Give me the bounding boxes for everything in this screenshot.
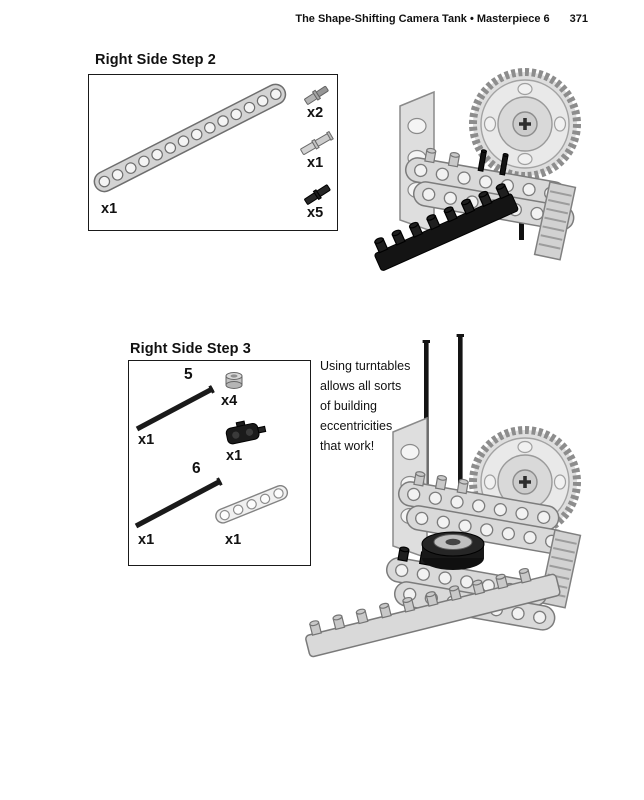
step2-parts-box: x1 x2 x1 [88, 74, 338, 231]
note-line: eccentricities [320, 419, 393, 433]
axle-pin-icon [304, 85, 329, 105]
axle-pin-qty: x2 [307, 105, 324, 121]
step3-assembly-illustration [305, 334, 582, 658]
note-line: that work! [320, 439, 375, 453]
long-pin-qty: x1 [307, 155, 324, 171]
black-connector-qty: x1 [226, 448, 243, 464]
page-header: The Shape-Shifting Camera Tank • Masterp… [295, 13, 588, 25]
friction-pin-qty: x5 [307, 205, 324, 221]
axle-5-qty: x1 [138, 432, 155, 448]
axle-5-icon [135, 385, 215, 432]
black-pin-icon [519, 208, 524, 240]
note-line: Using turntables [320, 359, 411, 373]
chapter-title: The Shape-Shifting Camera Tank • Masterp… [295, 13, 550, 25]
axle-5-length-label: 5 [184, 366, 193, 383]
axle-6-length-label: 6 [192, 460, 201, 477]
step3-parts-box: 5 x1 x4 x1 6 [128, 360, 311, 566]
half-bush-qty: x4 [221, 393, 238, 409]
axle-6-qty: x1 [138, 532, 155, 548]
turntable-icon [421, 531, 485, 570]
beam-15-qty: x1 [101, 201, 118, 217]
page-number: 371 [569, 13, 588, 25]
step2-title: Right Side Step 2 [95, 52, 216, 68]
bottom-studded-beam-icon [305, 567, 561, 658]
step3-title: Right Side Step 3 [130, 341, 251, 357]
black-connector-icon [225, 420, 267, 445]
turntable-note: Using turntables allows all sorts of bui… [320, 356, 430, 456]
black-studded-beam-icon [373, 182, 519, 271]
long-pin-icon [300, 130, 334, 155]
axle-6-icon [134, 477, 223, 529]
friction-pin-icon [304, 184, 331, 205]
beam-15-icon [93, 83, 287, 193]
white-beam-qty: x1 [225, 532, 242, 548]
note-line: allows all sorts [320, 379, 402, 393]
note-line: of building [320, 399, 377, 413]
large-gear-icon [473, 72, 577, 176]
step2-assembly-illustration [373, 58, 640, 271]
half-bush-icon [225, 372, 243, 389]
white-beam-icon [215, 485, 289, 524]
